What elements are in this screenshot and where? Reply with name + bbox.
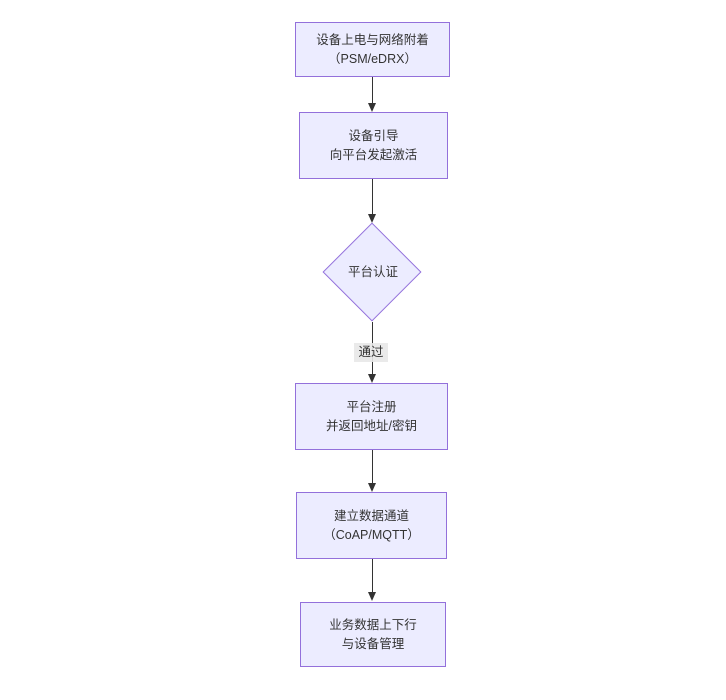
arrow-down-icon [368, 103, 376, 112]
arrow-down-icon [368, 374, 376, 383]
arrow-down-icon [368, 592, 376, 601]
arrow-line [372, 179, 373, 215]
flow-node-power-network-attach: 设备上电与网络附着 （PSM/eDRX） [295, 22, 450, 77]
node-text-line: 设备引导 [348, 128, 399, 143]
flow-node-platform-register: 平台注册 并返回地址/密钥 [295, 383, 448, 450]
edge-label-pass: 通过 [354, 343, 388, 362]
flow-node-device-bootstrap: 设备引导 向平台发起激活 [299, 112, 448, 179]
node-text-line: 业务数据上下行 [329, 617, 417, 632]
node-text-line: 建立数据通道 [333, 508, 409, 523]
node-text-line: 平台注册 [346, 399, 397, 414]
flow-node-business-data: 业务数据上下行 与设备管理 [300, 602, 446, 667]
arrow-down-icon [368, 483, 376, 492]
arrow-line [372, 559, 373, 593]
arrow-down-icon [368, 214, 376, 223]
node-text-line: （CoAP/MQTT） [323, 527, 420, 542]
arrow-line [372, 450, 373, 484]
arrow-line [372, 77, 373, 104]
node-text-line: 并返回地址/密钥 [326, 418, 417, 433]
decision-node-label: 平台认证 [347, 265, 398, 279]
node-text-line: （PSM/eDRX） [328, 51, 417, 66]
node-text-line: 设备上电与网络附着 [316, 32, 429, 47]
node-text-line: 向平台发起激活 [329, 147, 418, 162]
node-text-line: 与设备管理 [341, 636, 405, 651]
flow-node-data-channel: 建立数据通道 （CoAP/MQTT） [296, 492, 447, 559]
